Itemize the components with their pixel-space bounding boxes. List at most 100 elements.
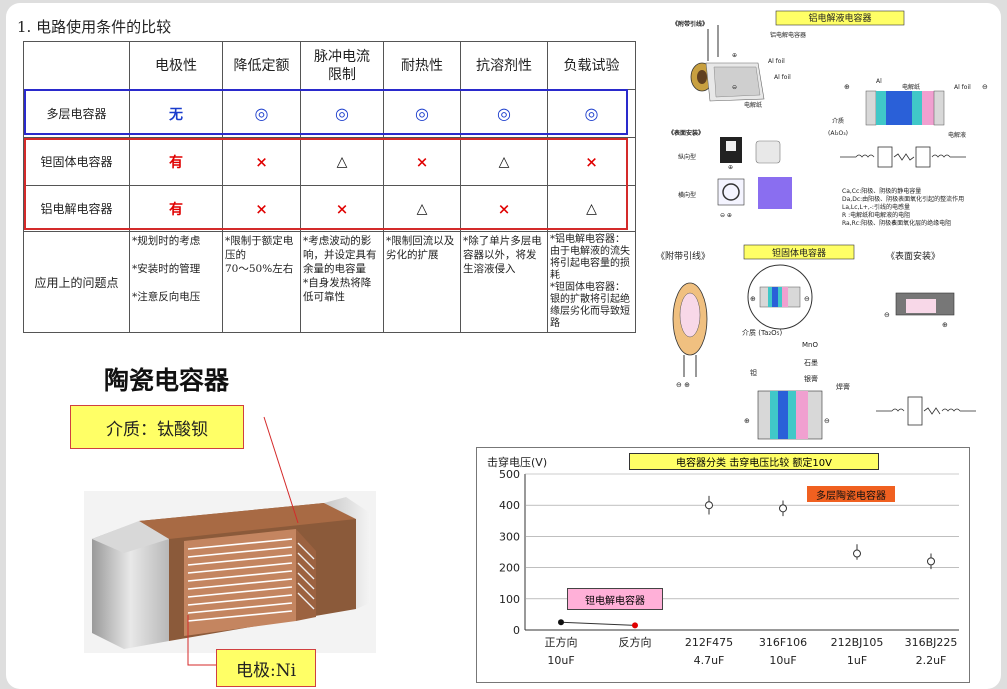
leader-lines bbox=[187, 416, 299, 666]
al-electrolytic-diagram: 铝电解液电容器 《附带引线》 铝电解电容器 Al foil Al foil 电解… bbox=[668, 10, 988, 227]
ta-title: 钽固体电容器 bbox=[772, 247, 826, 259]
al-label-right: Al bbox=[876, 78, 882, 85]
x-tick-label: 212F475 bbox=[685, 636, 733, 649]
issue-cell: *铝电解电容器：由于电解液的流失将引起电容量的损耗 *钽固体电容器：银的扩散将引… bbox=[547, 231, 636, 333]
issue-cell: *限制于额定电压的 70～50%左右 bbox=[222, 231, 301, 333]
issues-row: 应用上的问题点 *规划时的考虑 *安装时的管理 *注意反向电压 *限制于额定电压… bbox=[23, 231, 636, 333]
ta-equivalent-circuit bbox=[876, 396, 976, 426]
electrode-label: 电极:Ni bbox=[216, 649, 316, 687]
vertical-type-label: 纵向型 bbox=[678, 153, 696, 161]
al-foil2-label: Al foil bbox=[774, 74, 791, 81]
row-name: 钽固体电容器 bbox=[23, 137, 130, 186]
svg-text:⊕: ⊕ bbox=[750, 295, 756, 303]
elec-paper-label: 电解纸 bbox=[744, 101, 762, 109]
slide: 1. 电路使用条件的比较 电极性 降低定额 脉冲电流 限制 耐热性 抗溶剂性 负… bbox=[6, 3, 1001, 689]
tantalum-label: 钽 bbox=[750, 368, 757, 377]
load-cell: △ bbox=[547, 185, 636, 232]
mlcc-series-label: 多层陶瓷电容器 bbox=[807, 486, 895, 502]
ceramic-capacitor-image bbox=[84, 491, 376, 653]
table-header-row: 电极性 降低定额 脉冲电流 限制 耐热性 抗溶剂性 负载试验 bbox=[23, 41, 636, 90]
svg-text:⊖: ⊖ bbox=[804, 295, 810, 303]
al-legend-1: Da,Dc:由阳极、阴极表面氧化引起的整流作用 bbox=[842, 195, 964, 203]
issue-cell: *除了单片多层电容器以外，将发生溶液侵入 bbox=[460, 231, 548, 333]
mno-label: MnO bbox=[802, 341, 818, 349]
x-subtick-label: 1uF bbox=[847, 654, 867, 667]
x-subtick-label: 2.2uF bbox=[916, 654, 947, 667]
x-subtick-label: 10uF bbox=[547, 654, 574, 667]
section-title: 1. 电路使用条件的比较 bbox=[17, 18, 172, 36]
dielectric-label: 介质：钛酸钡 bbox=[70, 405, 244, 449]
heat-cell: △ bbox=[383, 185, 461, 232]
svg-text:⊕: ⊕ bbox=[844, 83, 850, 91]
svg-text:⊖ ⊕: ⊖ ⊕ bbox=[676, 381, 690, 389]
tantalum-point bbox=[632, 622, 638, 629]
ceramic-point bbox=[853, 549, 861, 558]
header-solvent: 抗溶剂性 bbox=[460, 41, 548, 90]
issues-label: 应用上的问题点 bbox=[23, 231, 130, 333]
svg-text:⊕: ⊕ bbox=[728, 164, 733, 171]
svg-text:⊖: ⊖ bbox=[884, 311, 890, 319]
x-tick-label: 212BJ105 bbox=[831, 636, 884, 649]
tantalum-series-label: 钽电解电容器 bbox=[567, 588, 663, 610]
issue-cell: *考虑波动的影响，并设定具有余量的电容量 *自身发热将降低可靠性 bbox=[300, 231, 384, 333]
derating-cell: ◎ bbox=[222, 89, 301, 138]
tantalum-line bbox=[560, 621, 636, 626]
al-legend-0: Ca,Cc:阳极、阴极的静电容量 bbox=[842, 187, 921, 195]
x-subtick-label: 4.7uF bbox=[694, 654, 725, 667]
svg-text:⊖: ⊖ bbox=[824, 417, 830, 425]
svg-text:⊖ ⊕: ⊖ ⊕ bbox=[720, 212, 732, 219]
x-subtick-label: 10uF bbox=[769, 654, 796, 667]
al-lead-label: 《附带引线》 bbox=[672, 20, 708, 28]
al-foil-label: Al foil bbox=[768, 58, 785, 65]
ceramic-point bbox=[779, 504, 787, 513]
ceramic-point bbox=[705, 501, 713, 510]
y-tick-label: 400 bbox=[499, 499, 520, 512]
highlight-box-mlcc bbox=[24, 89, 628, 135]
x-tick-label: 316F106 bbox=[759, 636, 807, 649]
minus-symbol: ⊖ bbox=[732, 84, 737, 91]
al-equivalent-circuit bbox=[840, 146, 966, 168]
al-page-number: 6 bbox=[892, 220, 896, 227]
svg-text:⊕: ⊕ bbox=[744, 417, 750, 425]
chart-title: 电容器分类 击穿电压比较 额定10V bbox=[629, 453, 879, 470]
al-layer-stack bbox=[865, 90, 945, 126]
svg-text:⊖: ⊖ bbox=[982, 83, 988, 91]
al-roll-illustration bbox=[690, 25, 765, 102]
comparison-table: 电极性 降低定额 脉冲电流 限制 耐热性 抗溶剂性 负载试验 多层电容器 无 ◎… bbox=[23, 41, 636, 333]
header-polarity: 电极性 bbox=[129, 41, 223, 90]
chart-ylabel: 击穿电压(V) bbox=[487, 455, 547, 469]
y-tick-label: 300 bbox=[499, 530, 520, 543]
header-load: 负载试验 bbox=[547, 41, 636, 90]
plus-symbol: ⊕ bbox=[732, 52, 737, 59]
al-legend-2: La,Lc,L+,-:引线的电感量 bbox=[842, 203, 910, 211]
horizontal-type-label: 横向型 bbox=[678, 191, 696, 199]
table-corner-cell bbox=[23, 41, 130, 90]
al-foil-right-label: Al foil bbox=[954, 84, 971, 91]
row-name: 铝电解电容器 bbox=[23, 185, 130, 232]
y-tick-label: 100 bbox=[499, 593, 520, 606]
al-legend-3: R :电解纸和电解液的电阻 bbox=[842, 211, 910, 219]
alo-label: (Al₂O₃) bbox=[828, 130, 848, 137]
highlight-box-electrolytic bbox=[24, 138, 628, 230]
electrolyte-label: 电解液 bbox=[948, 131, 966, 139]
x-tick-label: 正方向 bbox=[545, 635, 578, 649]
svg-text:⊕: ⊕ bbox=[942, 321, 948, 329]
tantalum-point bbox=[558, 619, 564, 626]
graphite-label: 石墨 bbox=[804, 359, 818, 367]
electrode-layers bbox=[187, 538, 293, 622]
issue-cell: *限制回流以及劣化的扩展 bbox=[383, 231, 461, 333]
load-cell: ◎ bbox=[547, 89, 636, 138]
x-tick-label: 反方向 bbox=[619, 635, 652, 649]
ta-layer-stack bbox=[757, 390, 823, 440]
ceramic-title: 陶瓷电容器 bbox=[104, 366, 230, 395]
solder-label: 焊膏 bbox=[836, 382, 850, 391]
y-tick-label: 0 bbox=[513, 624, 520, 637]
ta-smd-label: 《表面安装》 bbox=[886, 250, 940, 262]
al-legend-4: Ra,Rc:阳极、阴极表面氧化层的绝缘电阻 bbox=[842, 219, 951, 227]
elec-paper-label-right: 电解纸 bbox=[902, 83, 920, 91]
dielectric-al-label: 介质 bbox=[832, 117, 844, 125]
header-pulse: 脉冲电流 限制 bbox=[300, 41, 384, 90]
al-title: 铝电解液电容器 bbox=[808, 12, 871, 24]
